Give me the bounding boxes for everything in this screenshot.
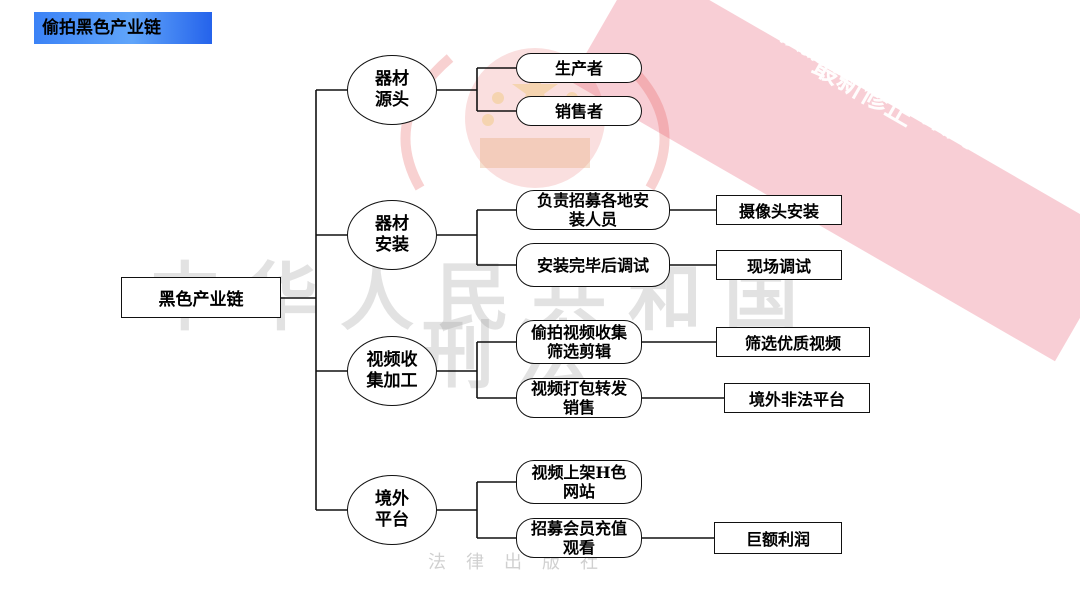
child-node-upload-website: 视频上架H色网站 xyxy=(516,460,642,504)
child-node-seller: 销售者 xyxy=(516,96,642,126)
branch-node-equipment-install: 器材安装 xyxy=(347,200,437,270)
leaf-node-camera-install: 摄像头安装 xyxy=(716,195,842,225)
root-node: 黑色产业链 xyxy=(121,277,281,318)
child-node-producer: 生产者 xyxy=(516,53,642,83)
child-node-collect-edit: 偷拍视频收集筛选剪辑 xyxy=(516,320,642,364)
leaf-node-quality-filter: 筛选优质视频 xyxy=(716,327,870,357)
child-node-recruit-installers: 负责招募各地安装人员 xyxy=(516,190,670,230)
child-node-post-install-debug: 安装完毕后调试 xyxy=(516,243,670,287)
branch-node-overseas-platform: 境外平台 xyxy=(347,475,437,545)
branch-node-video-processing: 视频收集加工 xyxy=(347,336,437,406)
child-node-package-sell: 视频打包转发销售 xyxy=(516,378,642,418)
child-node-member-recharge: 招募会员充值观看 xyxy=(516,518,642,558)
leaf-node-on-site-debug: 现场调试 xyxy=(716,250,842,280)
page-title: 偷拍黑色产业链 xyxy=(34,12,212,44)
branch-node-equipment-source: 器材源头 xyxy=(347,55,437,125)
leaf-node-huge-profit: 巨额利润 xyxy=(714,522,842,554)
leaf-node-illegal-platform: 境外非法平台 xyxy=(724,383,870,413)
